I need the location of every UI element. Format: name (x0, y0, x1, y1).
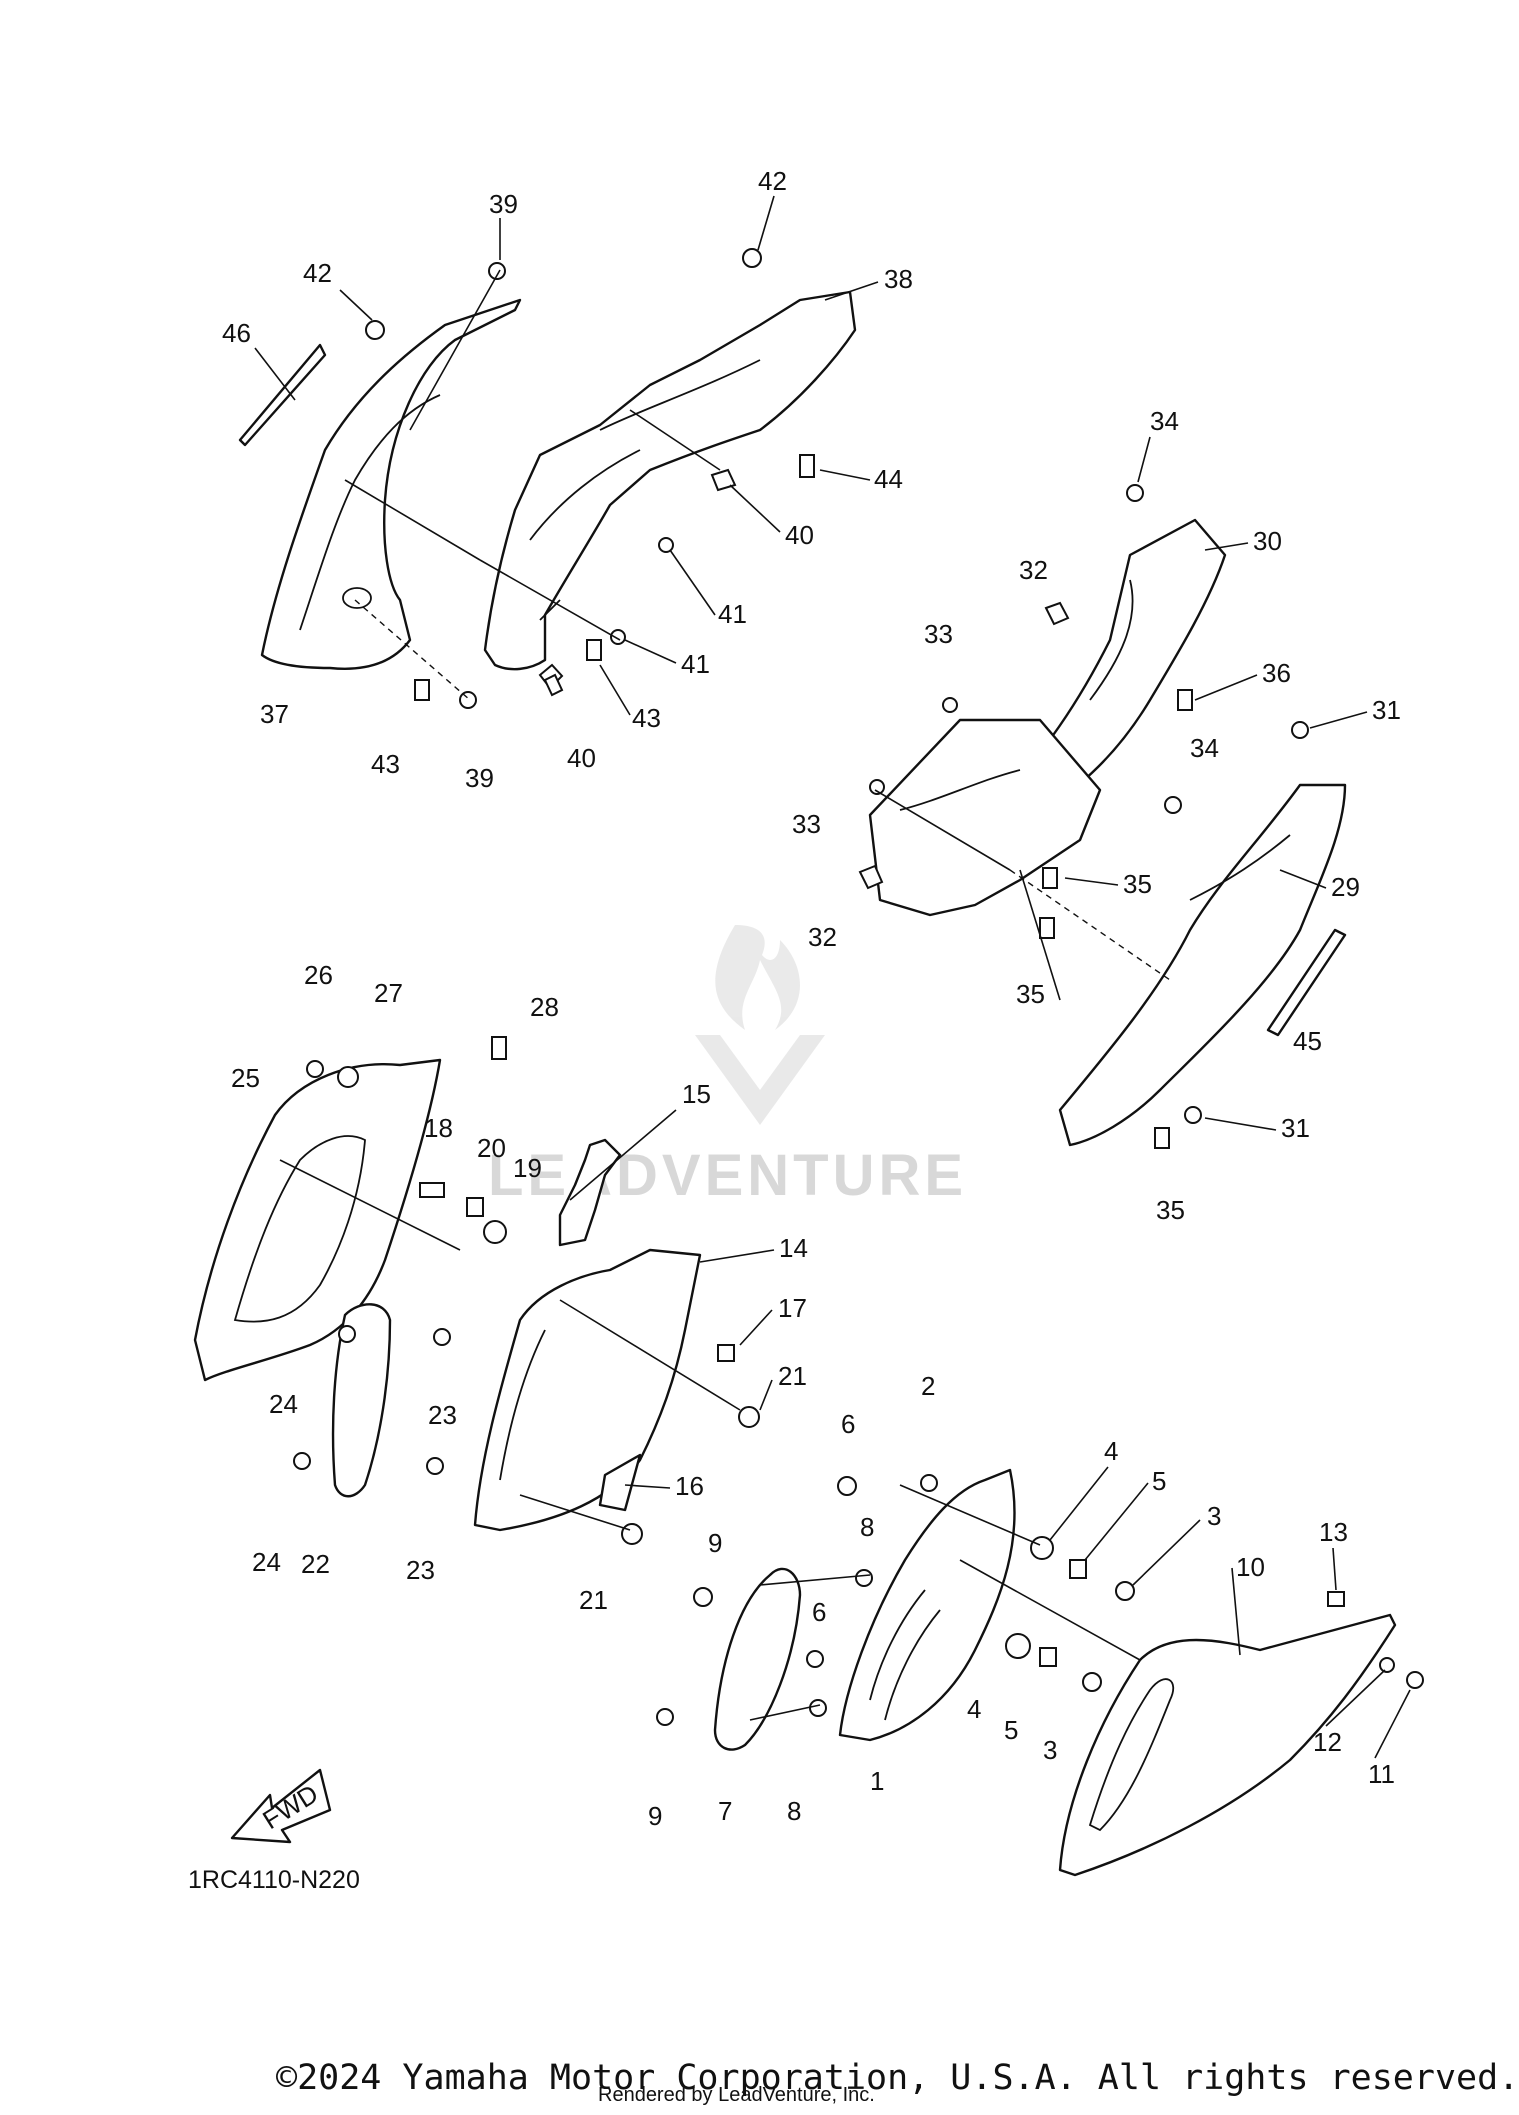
callout-3b: 3 (1043, 1735, 1057, 1765)
hardware-fasteners (293, 248, 1424, 1726)
part-46-decal (238, 343, 327, 447)
leadventure-watermark-logo (695, 925, 825, 1125)
callout-35b: 35 (1016, 979, 1045, 1009)
part-29-cover (1058, 783, 1347, 1147)
callout-5: 5 (1152, 1466, 1166, 1496)
part-15-bracket (558, 1138, 622, 1247)
callout-5b: 5 (1004, 1715, 1018, 1745)
callout-42: 42 (758, 166, 787, 196)
callout-12: 12 (1313, 1727, 1342, 1757)
callout-22: 22 (301, 1549, 330, 1579)
callout-6: 6 (841, 1409, 855, 1439)
callout-21b: 21 (579, 1585, 608, 1615)
callout-leaders (254, 195, 1411, 1759)
callout-28: 28 (530, 992, 559, 1022)
callout-4b: 4 (967, 1694, 981, 1724)
part-22-plate (331, 1303, 392, 1498)
callout-13: 13 (1319, 1517, 1348, 1547)
callout-32b: 32 (808, 922, 837, 952)
callout-41b: 41 (681, 649, 710, 679)
callout-34: 34 (1150, 406, 1179, 436)
part-14-inner-panel (473, 1248, 702, 1532)
callout-26: 26 (304, 960, 333, 990)
watermark-text: LEADVENTURE (488, 1143, 967, 1208)
callout-29: 29 (1331, 872, 1360, 902)
fwd-arrow-icon: FWD (230, 1768, 332, 1844)
callout-23: 23 (428, 1400, 457, 1430)
part-25-side-cover (193, 1058, 442, 1382)
callout-labels: 1 2 3 3 4 4 5 5 6 6 7 8 8 9 9 10 11 12 1… (222, 166, 1401, 1831)
callout-9b: 9 (648, 1801, 662, 1831)
callout-37: 37 (260, 699, 289, 729)
callout-45: 45 (1293, 1026, 1322, 1056)
diagram-code: 1RC4110-N220 (188, 1866, 360, 1894)
callout-21: 21 (778, 1361, 807, 1391)
callout-8: 8 (860, 1512, 874, 1542)
rendered-by-notice: Rendered by LeadVenture, Inc. (598, 2084, 875, 2106)
part-37-side-cover (260, 298, 522, 670)
callout-19: 19 (513, 1153, 542, 1183)
callout-7: 7 (718, 1796, 732, 1826)
callout-17: 17 (778, 1293, 807, 1323)
part-10-lower-cover (1058, 1613, 1397, 1877)
callout-35: 35 (1123, 869, 1152, 899)
callout-23b: 23 (406, 1555, 435, 1585)
callout-10: 10 (1236, 1552, 1265, 1582)
callout-34b: 34 (1190, 733, 1219, 763)
callout-33: 33 (924, 619, 953, 649)
callout-40b: 40 (567, 743, 596, 773)
callout-41: 41 (718, 599, 747, 629)
callout-43b: 43 (371, 749, 400, 779)
callout-11: 11 (1368, 1759, 1395, 1789)
callout-30: 30 (1253, 526, 1282, 556)
callout-3: 3 (1207, 1501, 1221, 1531)
part-38-cowl-inner (483, 290, 857, 690)
callout-24: 24 (269, 1389, 298, 1419)
callout-25: 25 (231, 1063, 260, 1093)
callout-32: 32 (1019, 555, 1048, 585)
callout-14: 14 (779, 1233, 808, 1263)
part-33-inner-panel (868, 718, 1102, 917)
part-45-decal (1266, 928, 1347, 1037)
callout-39b: 39 (465, 763, 494, 793)
callout-44: 44 (874, 464, 903, 494)
assembly-lines (279, 269, 1171, 1721)
callout-31: 31 (1372, 695, 1401, 725)
callout-46: 46 (222, 318, 251, 348)
callout-1: 1 (870, 1766, 884, 1796)
callout-6b: 6 (812, 1597, 826, 1627)
callout-43: 43 (632, 703, 661, 733)
copyright-notice: ©2024 Yamaha Motor Corporation, U.S.A. A… (276, 2058, 1519, 2098)
callout-2: 2 (921, 1371, 935, 1401)
callout-16: 16 (675, 1471, 704, 1501)
callout-42b: 42 (303, 258, 332, 288)
callout-9: 9 (708, 1528, 722, 1558)
callout-8b: 8 (787, 1796, 801, 1826)
callout-33b: 33 (792, 809, 821, 839)
part-7-plate (713, 1567, 802, 1751)
callout-36: 36 (1262, 658, 1291, 688)
callout-24b: 24 (252, 1547, 281, 1577)
callout-31b: 31 (1281, 1113, 1310, 1143)
callout-40: 40 (785, 520, 814, 550)
callout-18: 18 (424, 1113, 453, 1143)
callout-15: 15 (682, 1079, 711, 1109)
part-1-lower-bracket (838, 1468, 1016, 1742)
callout-35c: 35 (1156, 1195, 1185, 1225)
callout-39: 39 (489, 189, 518, 219)
callout-4: 4 (1104, 1436, 1118, 1466)
callout-38: 38 (884, 264, 913, 294)
callout-27: 27 (374, 978, 403, 1008)
callout-20: 20 (477, 1133, 506, 1163)
